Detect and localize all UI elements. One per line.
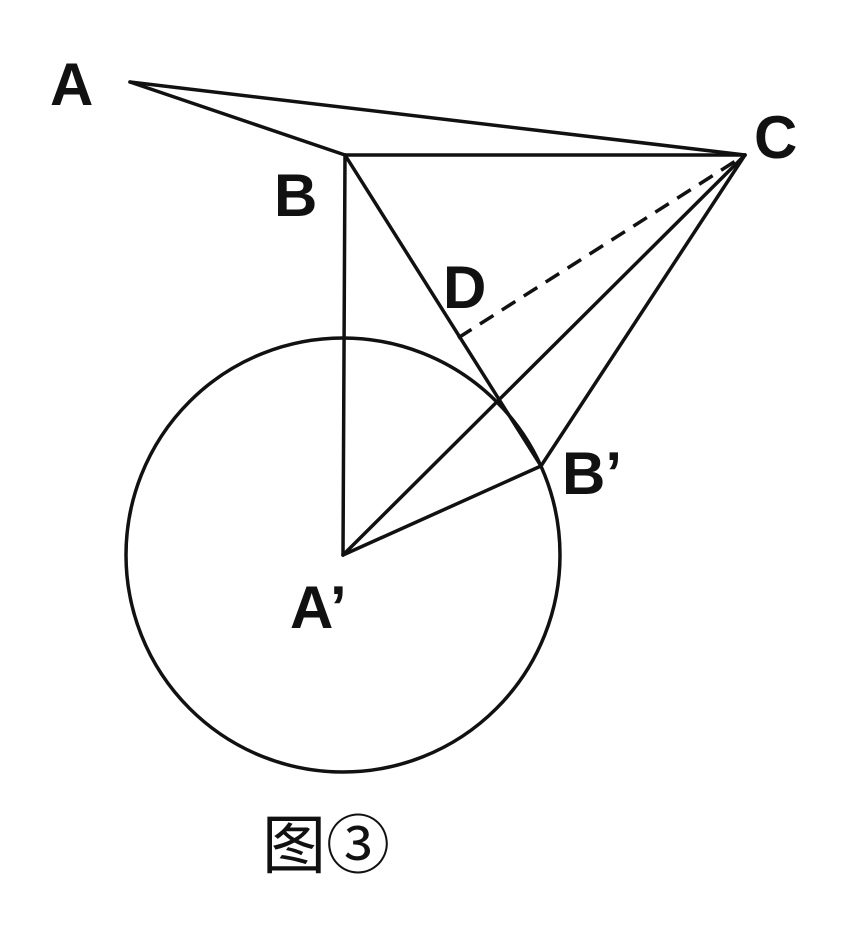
segment-c-b-prime (539, 153, 747, 468)
segment-b-b-prime (343, 153, 543, 468)
segment-b-a-prime (341, 153, 347, 557)
segment-a-prime-b-prime (341, 464, 543, 557)
label-point-a: A (50, 51, 93, 118)
label-point-b-prime: B’ (562, 440, 622, 507)
label-point-c: C (754, 104, 797, 171)
segment-c-d-dashed (457, 153, 746, 340)
segment-c-a-prime (341, 153, 747, 557)
label-point-a-prime: A’ (290, 574, 347, 641)
segment-a-b (128, 80, 347, 157)
segment-a-c (128, 80, 747, 157)
label-point-d: D (443, 254, 486, 321)
label-point-b: B (274, 162, 317, 229)
figure-caption: 图③ (262, 810, 390, 884)
